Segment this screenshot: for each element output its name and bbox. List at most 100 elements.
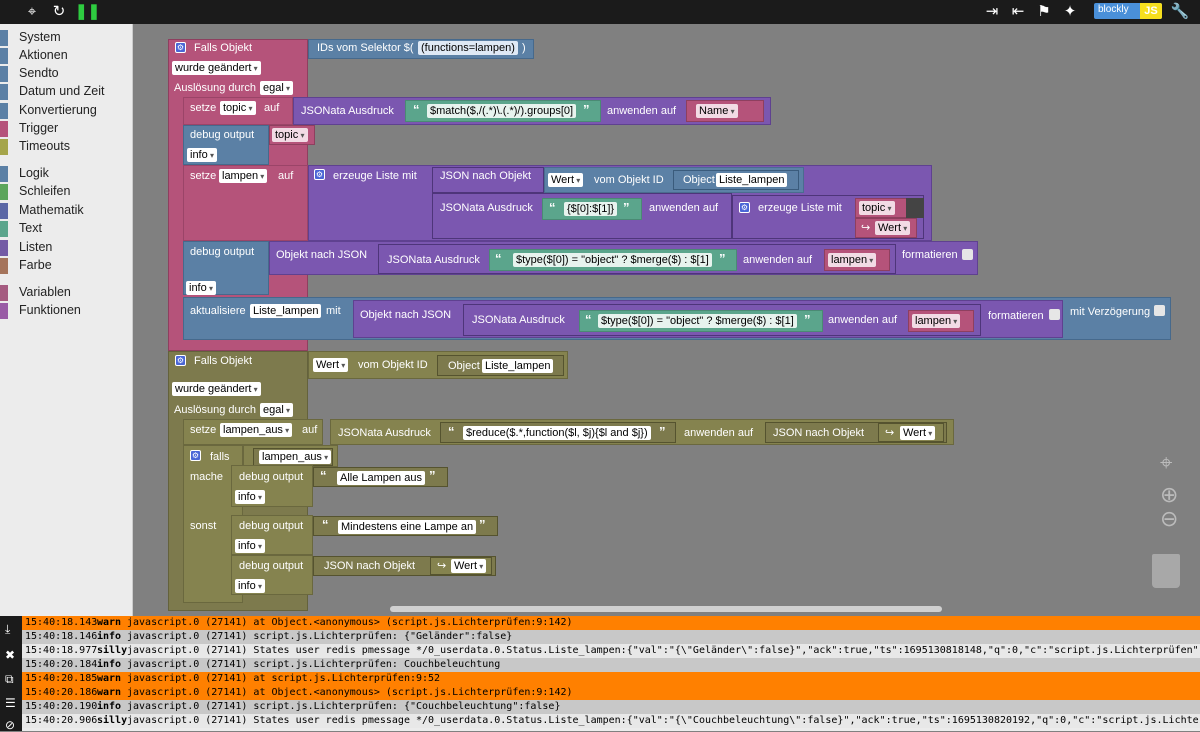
variable-dropdown[interactable]: Wert <box>875 221 911 235</box>
refresh-icon[interactable]: ↻ <box>52 3 66 20</box>
target-icon[interactable]: ⌖ <box>27 3 37 20</box>
log-timestamp: 15:40:18.977 <box>25 645 98 656</box>
category-color <box>0 66 8 82</box>
object-id-input[interactable]: Liste_lampen <box>482 359 554 373</box>
debug-level-dropdown[interactable]: info <box>187 148 217 162</box>
log-timestamp: 15:40:18.143 <box>25 617 98 628</box>
format-checkbox[interactable] <box>962 249 973 260</box>
json-to-object-label: JSON nach Objekt <box>324 560 416 572</box>
zoom-in-icon[interactable]: ⊕ <box>1160 482 1179 507</box>
delay-checkbox[interactable] <box>1154 305 1165 316</box>
category-label: Mathematik <box>19 203 84 217</box>
jsonata-label: JSONata Ausdruck <box>440 202 533 214</box>
debug-level-dropdown[interactable]: info <box>235 539 265 553</box>
copy-icon[interactable]: ⧉ <box>5 672 14 686</box>
variable-dropdown[interactable]: topic <box>272 128 308 142</box>
selector-input[interactable]: (functions=lampen) <box>418 41 518 55</box>
variable-dropdown[interactable]: topic <box>220 101 256 115</box>
log-message: javascript.0 (27141) script.js.Lichterpr… <box>127 659 501 670</box>
sidebar-item-mathematik[interactable]: Mathematik <box>0 202 132 220</box>
category-label: Trigger <box>19 121 59 135</box>
set-label: setze <box>190 170 217 182</box>
sidebar-item-variablen[interactable]: Variablen <box>0 284 132 302</box>
change-dropdown[interactable]: wurde geändert <box>172 61 261 75</box>
debug-level-dropdown[interactable]: info <box>186 281 216 295</box>
sidebar-item-funktionen[interactable]: Funktionen <box>0 302 132 320</box>
text-input[interactable]: Mindestens eine Lampe an <box>338 520 477 534</box>
horizontal-scrollbar[interactable] <box>390 606 942 612</box>
sidebar-item-datum[interactable]: Datum und Zeit <box>0 83 132 101</box>
variable-dropdown[interactable]: lampen <box>828 253 877 267</box>
js-label: JS <box>1140 3 1162 19</box>
trigger-by-dropdown[interactable]: egal <box>260 81 294 95</box>
trash-icon[interactable] <box>1152 554 1180 588</box>
recenter-icon[interactable]: ⌖ <box>1160 450 1173 475</box>
zoom-out-icon[interactable]: ⊖ <box>1160 506 1179 531</box>
expression-input[interactable]: $type($[0]) = "object" ? $merge($) : $[1… <box>598 314 797 328</box>
variable-dropdown[interactable]: lampen <box>219 169 268 183</box>
sidebar-item-listen[interactable]: Listen <box>0 239 132 257</box>
jsonata-label: JSONata Ausdruck <box>301 105 394 117</box>
export-icon[interactable]: ⇥ <box>985 3 999 20</box>
category-color <box>0 184 8 200</box>
gear-icon[interactable]: ⚙ <box>190 450 201 461</box>
sidebar-item-farbe[interactable]: Farbe <box>0 257 132 275</box>
flag-icon[interactable]: ⚑ <box>1037 3 1051 20</box>
magic-icon[interactable]: ✦ <box>1063 3 1077 20</box>
text-input[interactable]: Alle Lampen aus <box>337 471 425 485</box>
json-to-object-block[interactable] <box>432 167 544 193</box>
wrench-icon[interactable]: 🔧 <box>1170 3 1190 20</box>
object-id-input[interactable]: Liste_lampen <box>716 173 788 187</box>
sidebar-item-text[interactable]: Text <box>0 220 132 238</box>
sidebar-item-schleifen[interactable]: Schleifen <box>0 183 132 201</box>
sidebar-item-logik[interactable]: Logik <box>0 165 132 183</box>
variable-dropdown[interactable]: Wert <box>900 426 936 440</box>
category-sidebar: System Aktionen Sendto Datum und Zeit Ko… <box>0 24 133 616</box>
category-label: Konvertierung <box>19 103 97 117</box>
sidebar-item-system[interactable]: System <box>0 29 132 47</box>
import-icon[interactable]: ⇤ <box>1011 3 1025 20</box>
debug-level-dropdown[interactable]: info <box>235 579 265 593</box>
expression-input[interactable]: $type($[0]) = "object" ? $merge($) : $[1… <box>513 253 712 267</box>
sidebar-item-aktionen[interactable]: Aktionen <box>0 47 132 65</box>
pause-icon[interactable]: ❚❚ <box>75 3 101 20</box>
variable-dropdown[interactable]: topic <box>859 201 895 215</box>
expression-input[interactable]: $match($,/(.*)\.(.*)/).groups[0] <box>427 104 577 118</box>
blockly-workspace[interactable]: ⚙ Falls Objekt IDs vom Selektor $( (func… <box>133 24 1200 616</box>
arrow-icon: ↪ <box>861 222 871 234</box>
category-color <box>0 303 8 319</box>
filter-icon[interactable]: ☰ <box>5 696 16 710</box>
variable-dropdown[interactable]: lampen <box>912 314 961 328</box>
sidebar-item-trigger[interactable]: Trigger <box>0 120 132 138</box>
expression-input[interactable]: {$[0]:$[1]} <box>564 202 618 216</box>
scroll-down-icon[interactable]: ⤓ <box>5 622 11 636</box>
variable-dropdown[interactable]: lampen_aus <box>259 450 332 464</box>
gear-icon[interactable]: ⚙ <box>314 169 325 180</box>
variable-dropdown[interactable]: Wert <box>451 559 487 573</box>
hide-icon[interactable]: ⊘ <box>5 718 16 732</box>
update-object-input[interactable]: Liste_lampen <box>250 304 322 318</box>
value-dropdown[interactable]: Wert <box>313 358 349 372</box>
apply-label: anwenden auf <box>684 427 754 439</box>
sidebar-item-konvertierung[interactable]: Konvertierung <box>0 102 132 120</box>
sidebar-item-timeouts[interactable]: Timeouts <box>0 138 132 156</box>
variable-dropdown[interactable]: Name <box>696 104 738 118</box>
value-dropdown[interactable]: Wert <box>548 173 584 187</box>
blockly-js-toggle[interactable]: blockly JS <box>1094 3 1162 19</box>
debug-level-dropdown[interactable]: info <box>235 490 265 504</box>
clear-icon[interactable]: ✖ <box>5 648 16 662</box>
debug-label: debug output <box>239 560 304 572</box>
log-timestamp: 15:40:20.906 <box>25 715 98 726</box>
change-dropdown[interactable]: wurde geändert <box>172 382 261 396</box>
variable-dropdown[interactable]: lampen_aus <box>220 423 293 437</box>
jsonata-label: JSONata Ausdruck <box>472 314 565 326</box>
expression-input[interactable]: $reduce($.*,function($l, $j){$l and $j}) <box>463 426 651 440</box>
set-label: setze <box>190 424 217 436</box>
sidebar-item-sendto[interactable]: Sendto <box>0 65 132 83</box>
format-checkbox[interactable] <box>1049 309 1060 320</box>
trigger-by-dropdown[interactable]: egal <box>260 403 294 417</box>
gear-icon[interactable]: ⚙ <box>175 355 186 366</box>
gear-icon[interactable]: ⚙ <box>739 202 750 213</box>
gear-icon[interactable]: ⚙ <box>175 42 186 53</box>
